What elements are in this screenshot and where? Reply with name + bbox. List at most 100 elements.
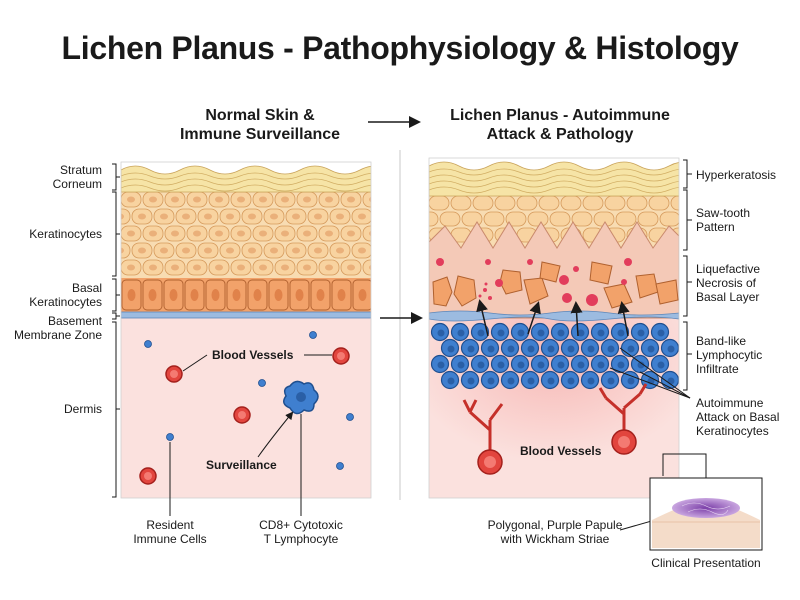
keratinocyte-cell (637, 211, 659, 227)
label-attack-line1: Autoimmune (696, 396, 764, 410)
label-normal-blood-vessels: Blood Vessels (212, 348, 294, 362)
label-papule-line1: Polygonal, Purple Papule (487, 518, 623, 532)
keratinocyte-nucleus (193, 196, 201, 203)
label-basal-keratinocytes: Basal Keratinocytes (10, 281, 102, 309)
lymphocyte-nucleus (457, 329, 465, 337)
keratinocyte-nucleus (325, 264, 333, 271)
keratinocyte-cell (407, 228, 427, 242)
keratinocyte-nucleus (336, 213, 344, 220)
keratinocyte-nucleus (171, 230, 179, 237)
basal-cell-nucleus (127, 289, 136, 301)
label-papule-line2: with Wickham Striae (500, 532, 610, 546)
label-necrosis-line3: Basal Layer (696, 290, 760, 304)
keratinocyte-nucleus (369, 264, 371, 271)
label-resident-immune-cells: Resident Immune Cells (110, 518, 230, 546)
lymphocyte-nucleus (607, 377, 615, 385)
normal-panel-title-line1: Normal Skin & (205, 107, 315, 124)
keratinocyte-nucleus (127, 264, 135, 271)
label-cd8-line1: CD8+ Cytotoxic (259, 518, 343, 532)
label-bmz-line1: Basement (47, 314, 102, 328)
lymphocyte-nucleus (517, 329, 525, 337)
lymphocyte-nucleus (487, 377, 495, 385)
keratinocyte-nucleus (182, 247, 190, 254)
keratinocyte-nucleus (204, 213, 212, 220)
keratinocyte-nucleus (226, 247, 234, 254)
label-lp-blood-vessels: Blood Vessels (520, 444, 602, 458)
keratinocyte-cell (374, 209, 394, 224)
normal-keratinocyte-cells (105, 191, 394, 276)
keratinocyte-cell (121, 242, 131, 259)
lymphocyte-nucleus (637, 329, 645, 337)
keratinocyte-nucleus (303, 264, 311, 271)
label-resident-line1: Resident (146, 518, 194, 532)
keratinocyte-nucleus (325, 230, 333, 237)
lymphocyte-nucleus (477, 361, 485, 369)
label-attack-line3: Keratinocytes (696, 424, 769, 438)
normal-panel-frame (120, 161, 372, 499)
keratinocyte-nucleus (314, 213, 322, 220)
label-resident-line2: Immune Cells (133, 532, 207, 546)
lymphocyte-nucleus (527, 377, 535, 385)
label-attack-line2: Attack on Basal (696, 410, 780, 424)
keratinocyte-nucleus (105, 231, 113, 237)
lymphocyte-nucleus (577, 329, 585, 337)
keratinocyte-cell (439, 211, 461, 227)
lp-attack-arrows (476, 299, 630, 337)
label-cd8-lymphocyte: CD8+ Cytotoxic T Lymphocyte (236, 518, 366, 546)
keratinocyte-nucleus (105, 197, 113, 203)
label-basal-line2: Keratinocytes (29, 295, 102, 309)
band-like-lymphocytic-infiltrate (430, 322, 679, 390)
keratinocyte-nucleus (160, 247, 168, 254)
keratinocyte-nucleus (325, 196, 333, 203)
basal-cell-nucleus (337, 289, 346, 301)
lp-panel-title-line1: Lichen Planus - Autoimmune (450, 107, 670, 124)
lymphocyte-nucleus (647, 345, 655, 353)
label-stratum-corneum-line2: Corneum (52, 177, 102, 191)
lp-corneum-lines (429, 168, 679, 194)
lymphocyte-nucleus (547, 377, 555, 385)
keratinocyte-cell (659, 211, 679, 227)
keratinocyte-nucleus (237, 264, 245, 271)
lymphocyte-nucleus (537, 361, 545, 369)
keratinocyte-nucleus (303, 230, 311, 237)
lymphocyte-nucleus (447, 345, 455, 353)
keratinocyte-nucleus (270, 213, 278, 220)
keratinocyte-nucleus (237, 230, 245, 237)
keratinocyte-cell (429, 211, 439, 227)
lymphocyte-nucleus (567, 345, 575, 353)
keratinocyte-cell (362, 259, 371, 276)
basal-cell-nucleus (295, 289, 304, 301)
lymphocyte-nucleus (627, 345, 635, 353)
lymphocyte-nucleus (527, 345, 535, 353)
keratinocyte-nucleus (292, 213, 300, 220)
keratinocyte-nucleus (149, 230, 157, 237)
keratinocyte-nucleus (215, 230, 223, 237)
keratinocyte-cell (527, 211, 549, 227)
keratinocyte-cell (362, 191, 371, 208)
keratinocyte-nucleus (336, 247, 344, 254)
keratinocyte-nucleus (303, 196, 311, 203)
basal-cell-nucleus (190, 289, 199, 301)
label-infiltrate-line3: Infiltrate (696, 362, 739, 376)
cd8-nucleus (296, 392, 306, 402)
keratinocyte-nucleus (237, 196, 245, 203)
label-dermis: Dermis (64, 402, 102, 416)
lymphocyte-nucleus (617, 329, 625, 337)
keratinocyte-nucleus (281, 264, 289, 271)
keratinocyte-nucleus (149, 264, 157, 271)
keratinocyte-nucleus (248, 247, 256, 254)
clinical-presentation-inset (649, 477, 763, 551)
purple-papule (672, 498, 740, 518)
basal-cell-nucleus (274, 289, 283, 301)
keratinocyte-nucleus (259, 230, 267, 237)
label-autoimmune-attack: Autoimmune Attack on Basal Keratinocytes (696, 396, 796, 438)
keratinocyte-nucleus (369, 230, 371, 237)
basal-cell-nucleus (232, 289, 241, 301)
lymphocyte-nucleus (497, 329, 505, 337)
label-sawtooth-line2: Pattern (696, 220, 735, 234)
keratinocyte-cell (374, 243, 394, 258)
label-bmz-line2: Membrane Zone (13, 328, 102, 342)
wickham-striae (681, 502, 731, 515)
keratinocyte-nucleus (193, 230, 201, 237)
